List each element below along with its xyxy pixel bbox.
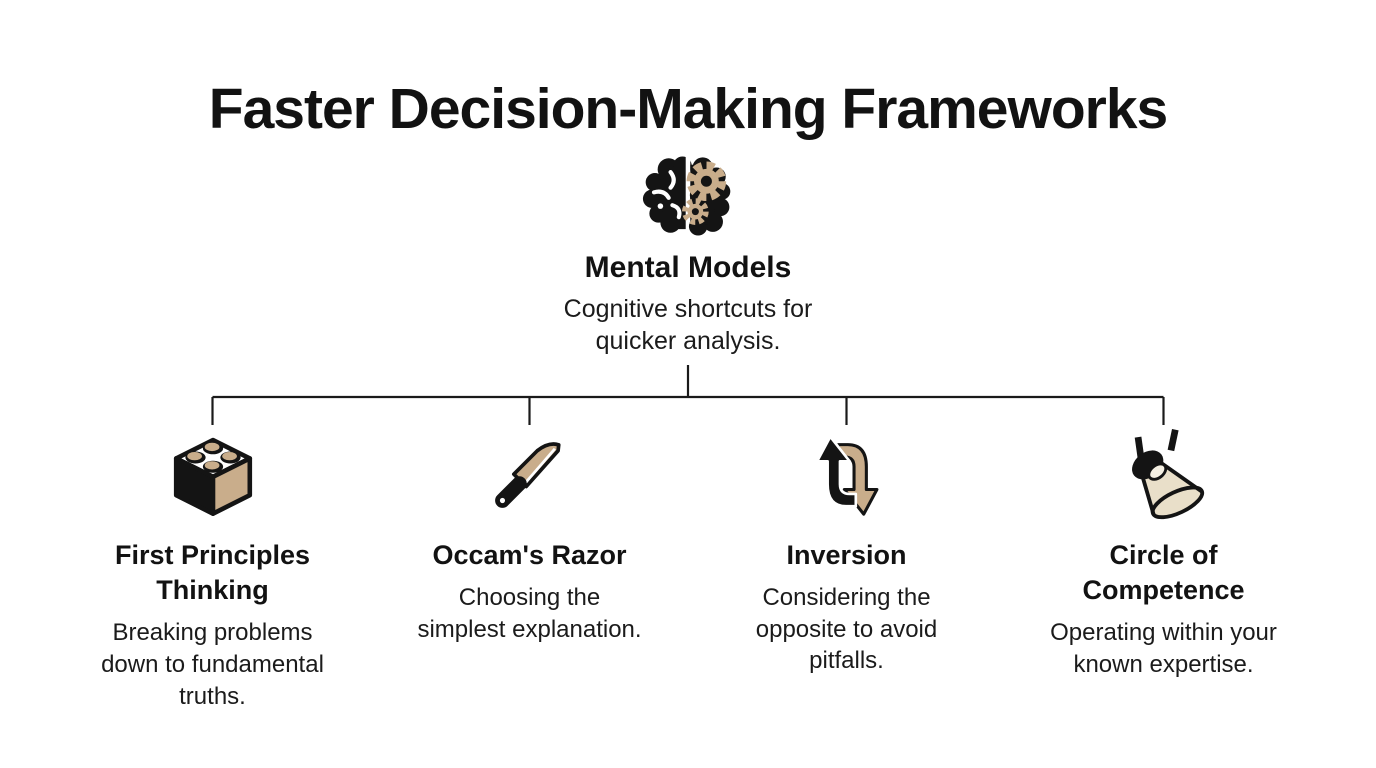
- branch-title: Occam's Razor: [383, 538, 676, 573]
- branch-description-line: opposite to avoid: [755, 615, 938, 643]
- branch-description-line: known expertise.: [1073, 650, 1254, 678]
- branch-title-line: Circle of: [1109, 540, 1218, 570]
- branch-first-principles: First Principles Thinking Breaking probl…: [54, 428, 371, 712]
- branch-description-line: down to fundamental: [101, 650, 324, 678]
- branch-inversion: Inversion Considering the opposite to av…: [688, 428, 1005, 712]
- branch-description-line: Considering the: [762, 584, 931, 612]
- brain-gears-icon: [518, 150, 858, 242]
- branch-title-line: Thinking: [156, 575, 269, 606]
- branch-title: Circle of Competence: [1017, 538, 1310, 608]
- branch-description-line: Choosing the: [458, 584, 601, 612]
- branch-description-line: pitfalls.: [809, 647, 884, 675]
- branch-occams-razor: Occam's Razor Choosing the simplest expl…: [371, 428, 688, 712]
- branch-title-line: Occam's Razor: [432, 540, 627, 570]
- knife-icon: [383, 428, 676, 522]
- root-label: Mental Models: [584, 251, 792, 284]
- branch-description: Operating within your known expertise.: [1017, 617, 1310, 680]
- branch-description: Choosing the simplest explanation.: [383, 582, 676, 645]
- branch-title: First Principles Thinking: [66, 538, 359, 608]
- spotlight-icon: [1017, 428, 1310, 522]
- branch-title-line: First Principles: [114, 540, 311, 570]
- branches-row: First Principles Thinking Breaking probl…: [54, 428, 1322, 712]
- root-description-line: quicker analysis.: [595, 327, 781, 355]
- root-description-line: Cognitive shortcuts for: [563, 295, 813, 323]
- branch-title-line: Inversion: [786, 540, 907, 570]
- branch-description: Considering the opposite to avoid pitfal…: [700, 582, 993, 677]
- branch-description-line: Operating within your: [1050, 619, 1277, 647]
- branch-title-line: Competence: [1082, 575, 1245, 606]
- root-node-mental-models: Mental Models Cognitive shortcuts for qu…: [518, 150, 858, 357]
- branch-circle-of-competence: Circle of Competence Operating within yo…: [1005, 428, 1322, 712]
- page-title: Faster Decision-Making Frameworks: [208, 77, 1169, 141]
- inversion-arrows-icon: [700, 428, 993, 522]
- lego-brick-icon: [66, 428, 359, 522]
- tree-connector-lines: [211, 365, 1165, 425]
- branch-title: Inversion: [700, 538, 993, 573]
- branch-description: Breaking problems down to fundamental tr…: [66, 617, 359, 712]
- branch-description-line: truths.: [179, 682, 246, 710]
- root-description: Cognitive shortcuts for quicker analysis…: [518, 293, 858, 357]
- branch-description-line: Breaking problems: [112, 619, 313, 647]
- branch-description-line: simplest explanation.: [417, 615, 642, 643]
